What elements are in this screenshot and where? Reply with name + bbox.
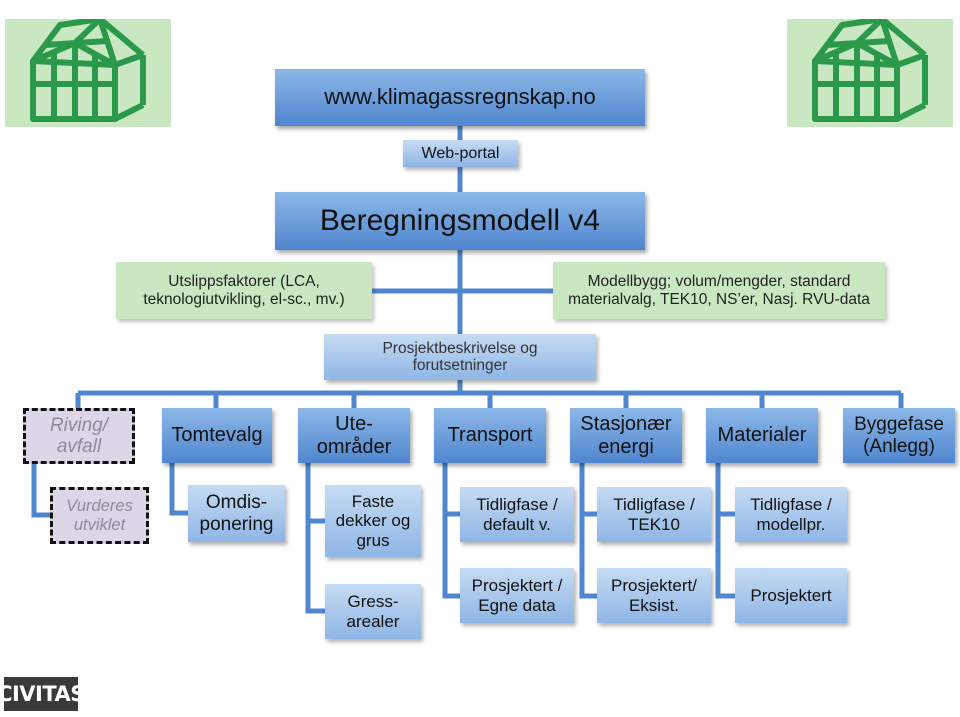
category-transport: Transport [434,408,546,463]
sub-item-transport-prosjektert: Prosjektert / Egne data [460,568,574,623]
sub-item-vurderes: Vurderes utviklet [50,487,149,544]
sub-item-transport-tidligfase: Tidligfase / default v. [460,487,574,542]
emission-factors-box: Utslippsfaktorer (LCA, teknologiutviklin… [116,262,372,319]
model-title-box: Beregningsmodell v4 [275,192,645,250]
sub-item-energi-prosjektert: Prosjektert/ Eksist. [597,568,711,623]
greenhouse-icon [812,16,928,122]
category-stasjonaer-energi: Stasjonær energi [570,408,682,463]
category-materialer: Materialer [706,408,818,463]
category-byggefase: Byggefase (Anlegg) [843,408,955,463]
logo-panel-left [5,16,171,127]
sub-item-materialer-tidligfase: Tidligfase / modellpr. [735,487,847,542]
web-portal-label: Web-portal [403,140,518,167]
model-buildings-box: Modellbygg; volum/mengder, standard mate… [553,262,885,319]
sub-item-faste-dekker: Faste dekker og grus [325,485,421,557]
sub-item-omdisponering: Omdis- ponering [188,485,285,542]
project-description-box: Prosjektbeskrivelse og forutsetninger [324,334,596,380]
category-riving: Riving/ avfall [23,408,135,464]
category-tomtevalg: Tomtevalg [162,408,272,463]
greenhouse-icon [30,16,146,122]
category-uteomrader: Ute- områder [298,408,410,463]
sub-item-energi-tidligfase: Tidligfase / TEK10 [597,487,711,542]
sub-item-materialer-prosjektert: Prosjektert [735,568,847,623]
sub-item-gressarealer: Gress- arealer [325,584,421,639]
civitas-logo: CIVITAS [0,677,85,711]
logo-panel-right [787,16,953,127]
website-url-box: www.klimagassregnskap.no [275,69,645,126]
